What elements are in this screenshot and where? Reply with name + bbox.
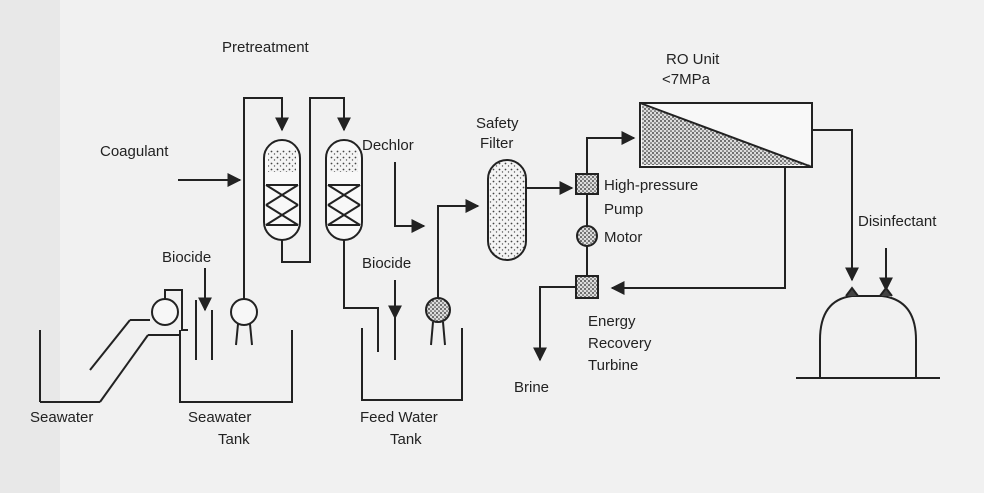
label-safety-filter-2: Filter [480, 135, 513, 152]
label-pretreatment: Pretreatment [222, 39, 310, 56]
label-ro-unit-2: <7MPa [662, 71, 711, 88]
labels: Pretreatment Coagulant Biocide Dechlor B… [30, 39, 937, 448]
dechlor-arrow [394, 162, 426, 233]
product-water-tank [796, 286, 940, 379]
pretreatment-filter-2 [325, 139, 363, 241]
pretreatment-filter-1 [263, 139, 301, 241]
label-feedwater-tank-1: Feed Water [360, 409, 438, 426]
label-coagulant: Coagulant [100, 143, 169, 160]
label-seawater-tank-1: Seawater [188, 409, 251, 426]
label-ro-unit-1: RO Unit [666, 51, 720, 68]
label-erturbine-2: Recovery [588, 335, 652, 352]
label-feedwater-tank-2: Tank [390, 431, 422, 448]
safety-filter [487, 159, 527, 261]
label-dechlor: Dechlor [362, 137, 414, 154]
label-motor: Motor [604, 229, 642, 246]
label-hp-pump-2: Pump [604, 201, 643, 218]
intake-pump-icon [151, 289, 188, 331]
seawater-intake [39, 319, 180, 403]
motor-icon [576, 225, 598, 247]
label-biocide-right: Biocide [362, 255, 411, 272]
feed-pump-icon [425, 199, 480, 346]
label-hp-pump-1: High-pressure [604, 177, 698, 194]
brine-arrow [533, 286, 576, 362]
label-safety-filter-1: Safety [476, 115, 519, 132]
ro-unit [639, 102, 813, 168]
pretreatment-pump-icon [230, 97, 289, 346]
feed-water-tank [361, 328, 463, 401]
label-seawater-tank-2: Tank [218, 431, 250, 448]
label-disinfectant: Disinfectant [858, 213, 937, 230]
label-biocide-left: Biocide [162, 249, 211, 266]
label-brine: Brine [514, 379, 549, 396]
scan-shadow [0, 0, 60, 493]
energy-recovery-turbine-icon [575, 275, 599, 299]
label-seawater: Seawater [30, 409, 93, 426]
label-erturbine-1: Energy [588, 313, 636, 330]
high-pressure-pump-icon [575, 173, 599, 195]
label-erturbine-3: Turbine [588, 357, 638, 374]
seawater-tank [179, 330, 293, 403]
